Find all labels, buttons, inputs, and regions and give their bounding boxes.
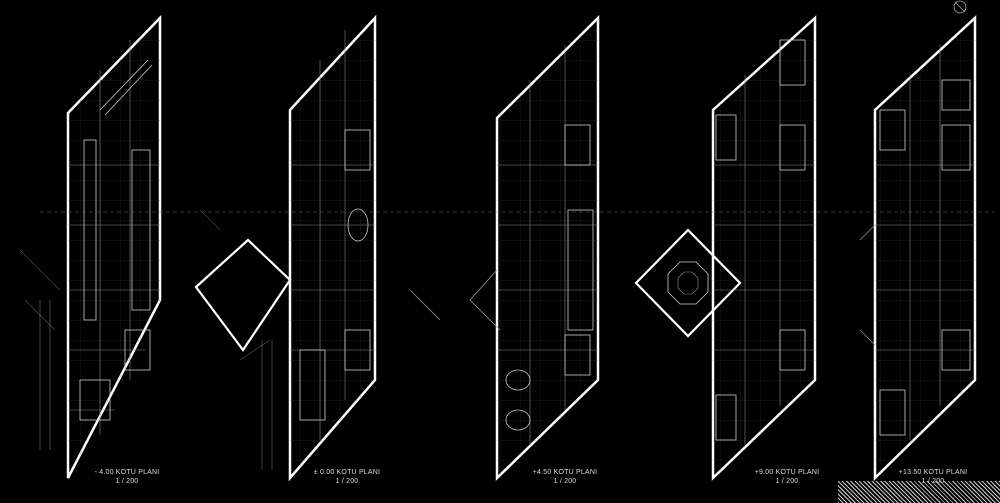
plan-minus-4 [19, 14, 162, 479]
north-arrow-icon [953, 0, 967, 14]
plan-4-50 [409, 15, 600, 481]
hatch-corner [838, 481, 1000, 503]
plan-name: - 4.00 KOTU PLANI [94, 469, 160, 476]
plan-zero [194, 14, 377, 482]
plan-name: +9.00 KOTU PLANI [754, 469, 820, 476]
plan-title-4: +9.00 KOTU PLANI 1 / 200 [742, 468, 832, 486]
plan-name: +13.50 KOTU PLANI [898, 469, 968, 476]
plan-scale: 1 / 200 [921, 478, 945, 485]
plan-13-50 [859, 15, 977, 481]
plan-title-2: ± 0.00 KOTU PLANI 1 / 200 [302, 468, 392, 486]
plan-title-5: +13.50 KOTU PLANI 1 / 200 [888, 468, 978, 486]
plan-scale: 1 / 200 [553, 478, 577, 485]
plan-scale: 1 / 200 [335, 478, 359, 485]
plan-name: +4.50 KOTU PLANI [532, 469, 598, 476]
plan-title-1: - 4.00 KOTU PLANI 1 / 200 [82, 468, 172, 486]
plan-scale: 1 / 200 [115, 478, 139, 485]
plan-scale: 1 / 200 [775, 478, 799, 485]
plan-name: ± 0.00 KOTU PLANI [313, 469, 381, 476]
plan-9-00 [634, 15, 817, 481]
plan-title-3: +4.50 KOTU PLANI 1 / 200 [520, 468, 610, 486]
